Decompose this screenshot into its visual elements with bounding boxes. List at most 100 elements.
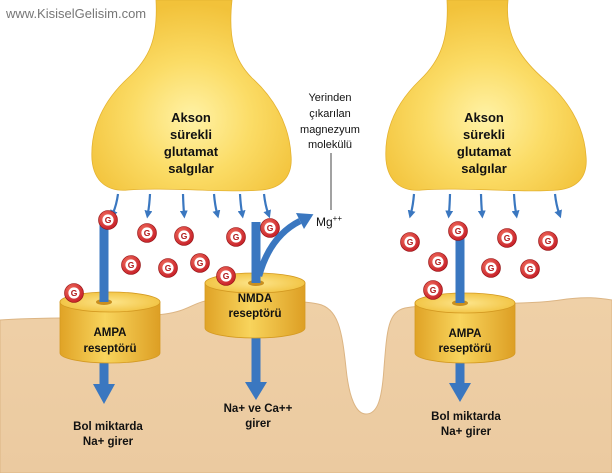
mg-exit-arrowhead <box>296 213 314 229</box>
glutamate-molecule: G <box>428 252 448 272</box>
glutamate-molecule: G <box>448 221 468 241</box>
glutamate-molecule: G <box>64 283 84 303</box>
axon-terminal-left <box>91 0 292 192</box>
glutamate-molecule: G <box>260 218 280 238</box>
release-arrow <box>477 193 486 219</box>
glutamate-core <box>264 222 276 234</box>
glutamate-molecules: G G G G G G G G G G G G G G G G G G <box>64 210 558 303</box>
glutamate-core <box>524 263 536 275</box>
ion-flow-entry <box>455 236 465 303</box>
glutamate-symbol: G <box>197 258 204 268</box>
terminal-label-line: Akson <box>171 110 211 125</box>
glutamate-symbol: G <box>165 263 172 273</box>
ion-flow-entry <box>251 222 261 283</box>
glutamate-core <box>501 232 513 244</box>
glutamate-core <box>178 230 190 242</box>
mg-note-line: Yerinden <box>308 92 351 104</box>
glutamate-symbol: G <box>488 263 495 273</box>
glutamate-core <box>432 256 444 268</box>
terminal-label-left: Akson sürekli glutamat salgılar <box>164 110 219 176</box>
glutamate-core <box>141 227 153 239</box>
release-arrow <box>262 193 271 219</box>
axon-terminal-right <box>385 0 587 192</box>
glutamate-symbol: G <box>430 285 437 295</box>
terminal-label-line: Akson <box>464 110 504 125</box>
receptor-name: AMPA <box>93 327 126 339</box>
ion-influx-label: Bol miktarda <box>431 411 501 423</box>
mg-exit-arrow-shaft <box>255 218 302 277</box>
ampa-receptor-left <box>59 223 161 364</box>
glutamate-symbol: G <box>407 237 414 247</box>
glutamate-molecule: G <box>121 255 141 275</box>
glutamate-molecule: G <box>158 258 178 278</box>
ion-flow-arrowhead <box>245 382 267 400</box>
release-arrow <box>445 193 454 219</box>
glutamate-molecule: G <box>216 266 236 286</box>
release-arrow <box>511 193 520 219</box>
receptor-body <box>204 282 306 339</box>
terminal-label-line: salgılar <box>461 161 507 176</box>
receptor-word: reseptörü <box>438 343 491 355</box>
release-arrow <box>179 193 188 219</box>
glutamate-molecule: G <box>423 280 443 300</box>
receptor-word: reseptörü <box>228 308 281 320</box>
receptor-name: NMDA <box>238 293 273 305</box>
terminal-label-right: Akson sürekli glutamat salgılar <box>457 110 512 176</box>
receptor-word: reseptörü <box>83 343 136 355</box>
ion-influx-label: Bol miktarda <box>73 421 143 433</box>
mg-ion: Mg++ <box>316 214 342 229</box>
mg-note-line: çıkarılan <box>309 108 351 120</box>
glutamate-molecule: G <box>538 231 558 251</box>
glutamate-core <box>427 284 439 296</box>
glutamate-symbol: G <box>181 231 188 241</box>
ion-influx-label: girer <box>245 418 271 430</box>
glutamate-core <box>102 214 114 226</box>
release-arrows <box>110 193 562 219</box>
glutamate-core <box>68 287 80 299</box>
release-arrow <box>237 193 246 219</box>
glutamate-core <box>485 262 497 274</box>
glutamate-symbol: G <box>435 257 442 267</box>
glutamate-molecule: G <box>497 228 517 248</box>
glutamate-symbol: G <box>128 260 135 270</box>
glutamate-symbol: G <box>267 223 274 233</box>
glutamate-symbol: G <box>527 264 534 274</box>
glutamate-molecule: G <box>481 258 501 278</box>
mg-note: Yerinden çıkarılan magnezyum molekülü <box>300 92 360 151</box>
glutamate-molecule: G <box>174 226 194 246</box>
receptor-body <box>59 301 161 364</box>
terminal-label-line: salgılar <box>168 161 214 176</box>
glutamate-symbol: G <box>71 288 78 298</box>
mg-note-line: magnezyum <box>300 124 360 136</box>
mg-charge: ++ <box>333 214 343 223</box>
receptor-body <box>414 302 516 364</box>
glutamate-symbol: G <box>223 271 230 281</box>
release-arrow <box>553 193 562 219</box>
glutamate-symbol: G <box>105 215 112 225</box>
glutamate-core <box>404 236 416 248</box>
terminal-label-line: sürekli <box>463 127 505 142</box>
glutamate-molecule: G <box>190 253 210 273</box>
glutamate-core <box>452 225 464 237</box>
glutamate-molecule: G <box>400 232 420 252</box>
ion-influx-label: Na+ girer <box>83 436 134 448</box>
ion-flow-entry <box>99 223 109 302</box>
release-arrow <box>110 193 120 219</box>
release-arrow <box>212 193 221 219</box>
watermark: www.KisiselGelisim.com <box>5 6 146 21</box>
ion-influx-label: Na+ girer <box>441 426 492 438</box>
glutamate-molecule: G <box>137 223 157 243</box>
mg-note-line: molekülü <box>308 139 352 151</box>
ion-influx-label: Na+ ve Ca++ <box>224 403 293 415</box>
glutamate-symbol: G <box>504 233 511 243</box>
ion-flow-arrowhead <box>93 384 115 404</box>
glutamate-core <box>194 257 206 269</box>
glutamate-symbol: G <box>455 226 462 236</box>
glutamate-molecule: G <box>226 227 246 247</box>
receptor-name: AMPA <box>448 328 481 340</box>
mg-exit-arrow <box>255 213 314 277</box>
glutamate-core <box>162 262 174 274</box>
glutamate-symbol: G <box>144 228 151 238</box>
glutamate-symbol: G <box>545 236 552 246</box>
